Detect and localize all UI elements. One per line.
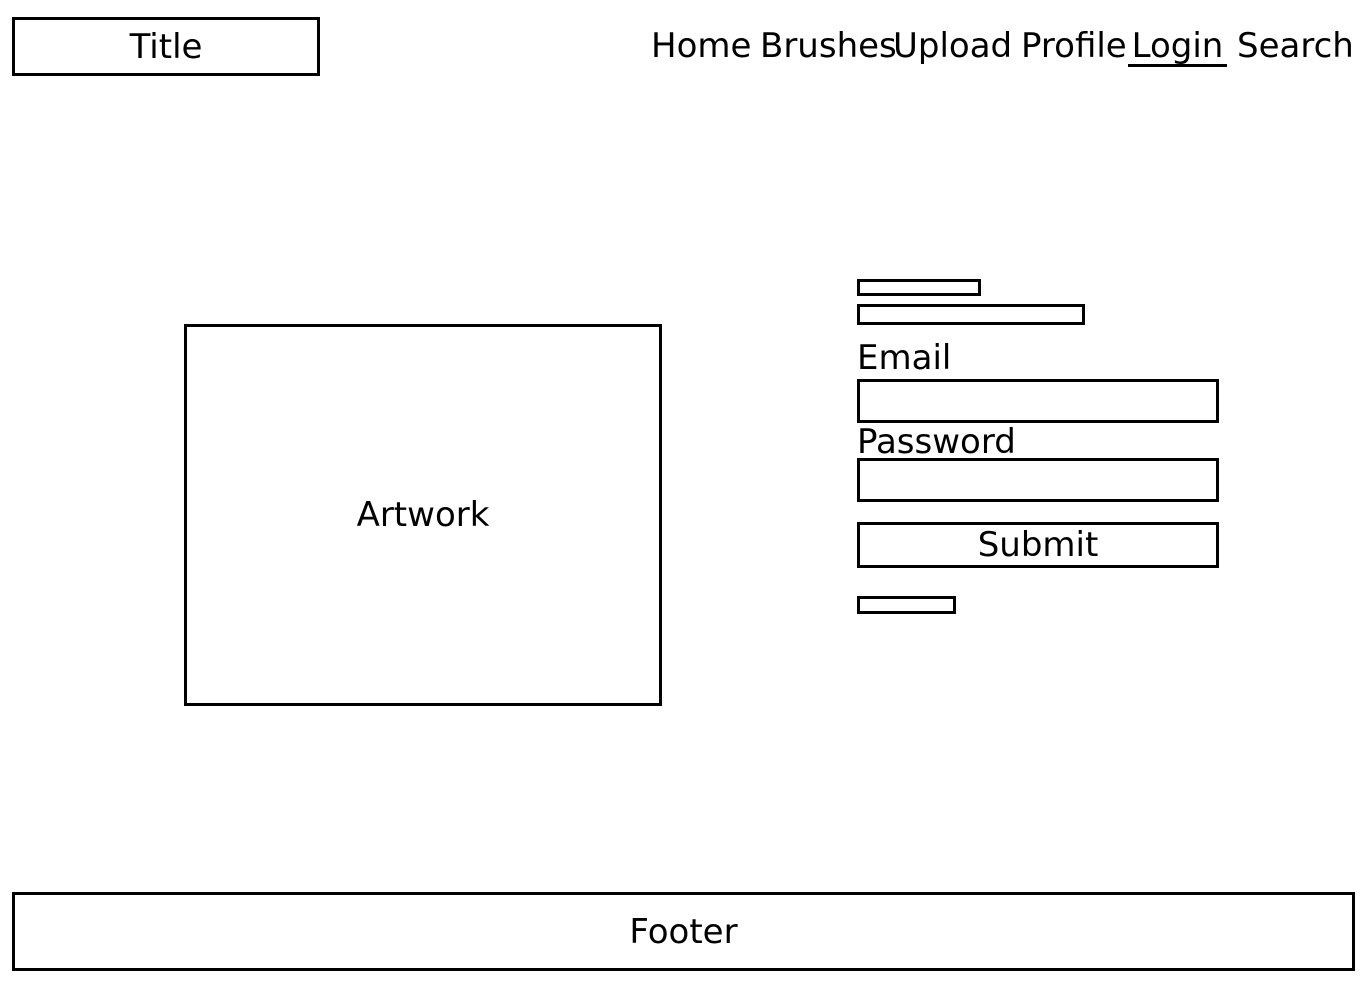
footer: Footer <box>12 892 1355 971</box>
submit-button[interactable]: Submit <box>857 522 1219 568</box>
form-heading-placeholder <box>857 279 981 296</box>
nav-home[interactable]: Home <box>651 26 752 66</box>
email-label: Email <box>857 338 952 378</box>
site-title: Title <box>12 17 320 76</box>
artwork-label: Artwork <box>356 495 490 535</box>
form-link-placeholder[interactable] <box>857 596 956 614</box>
main-nav: Home Brushes Upload Profile Login Search <box>0 22 1366 70</box>
email-field[interactable] <box>857 379 1219 423</box>
nav-brushes[interactable]: Brushes <box>760 26 897 66</box>
form-subheading-placeholder <box>857 304 1085 325</box>
password-field[interactable] <box>857 458 1219 502</box>
password-label: Password <box>857 422 1016 462</box>
nav-profile[interactable]: Profile <box>1021 26 1127 66</box>
nav-search[interactable]: Search <box>1237 26 1354 66</box>
nav-login[interactable]: Login <box>1128 22 1227 67</box>
artwork-placeholder: Artwork <box>184 324 662 706</box>
site-title-text: Title <box>129 26 203 67</box>
nav-upload[interactable]: Upload <box>893 26 1013 66</box>
footer-label: Footer <box>629 911 738 952</box>
